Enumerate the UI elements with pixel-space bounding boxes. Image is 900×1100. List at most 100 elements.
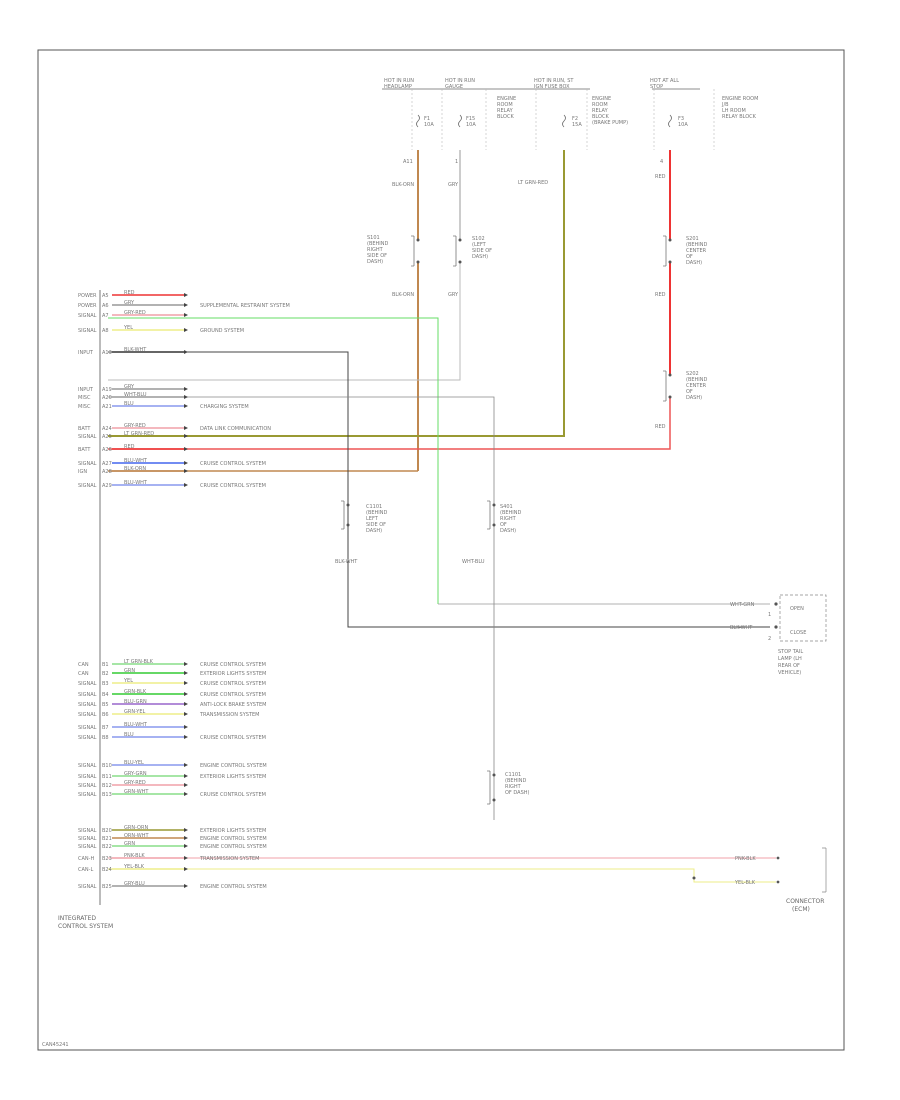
connector-caption-2: (ECM) (792, 906, 810, 913)
box-note: BLOCK (497, 114, 514, 120)
ecm-pin-wire-color: WHT-BLU (124, 392, 147, 398)
fuse-label: 10A (424, 122, 434, 128)
ecm-pin-destination: CRUISE CONTROL SYSTEM (200, 461, 266, 467)
ecm-pin-wire-color: YEL-BLK (123, 864, 145, 870)
ecm-pin-number: A26 (102, 447, 112, 453)
arrow-icon (184, 671, 188, 675)
ecm-pin-destination: CHARGING SYSTEM (200, 404, 249, 410)
ecm-pin-number: B12 (102, 783, 112, 789)
arrow-icon (184, 712, 188, 716)
wire-blk-wht (108, 351, 770, 628)
ecm-pin-function: SIGNAL (78, 692, 97, 698)
top-label: HOT IN RUN (384, 78, 414, 84)
pin-labels: A11 1 4 (403, 159, 663, 165)
box-notes: ENGINEROOMRELAYBLOCKENGINEROOMRELAYBLOCK… (497, 96, 758, 126)
splice-label: S102 (472, 236, 485, 242)
ecm-pin-wire-color: BLU-WHT (124, 480, 148, 486)
splice-label: S201 (686, 236, 699, 242)
arrow-icon (184, 828, 188, 832)
splice-label: RIGHT (505, 784, 522, 790)
ecm-pin-wire-color: ORN-WHT (124, 833, 149, 839)
stop-lamp-pin1: 1 (768, 612, 771, 618)
splice-label: OF (686, 389, 693, 395)
wire-label: WHT-BLU (462, 559, 485, 565)
ecm-pin-function: INPUT (78, 350, 94, 356)
ecm-pin-number: B7 (102, 725, 109, 731)
ecm-pin-wire-color: BLU-GRN (124, 699, 147, 705)
splice-label: SIDE OF (472, 248, 492, 254)
fuse-label: F15 (466, 116, 475, 122)
splice-label: DASH) (472, 254, 488, 260)
ecm-pin-function: POWER (78, 303, 97, 309)
fuse-label: 15A (572, 122, 582, 128)
ecm-pin-number: B13 (102, 792, 112, 798)
ecm-pin-number: A8 (102, 328, 109, 334)
splice-label: S101 (367, 235, 380, 241)
ecm-pin-wire-color: BLU (124, 732, 134, 738)
wire-wht-blu (108, 396, 495, 820)
wire-label: LT GRN-RED (518, 180, 548, 186)
ecm-pin-function: BATT (78, 426, 91, 432)
ecm-pin-function: SIGNAL (78, 702, 97, 708)
ecm-pin-destination: ENGINE CONTROL SYSTEM (200, 844, 267, 850)
diagram-frame (37, 49, 845, 1051)
ecm-pin-function: SIGNAL (78, 828, 97, 834)
ecm-pin-destination: TRANSMISSION SYSTEM (199, 856, 259, 862)
box-note: ENGINE ROOM (722, 96, 758, 102)
ecm-pin-number: B25 (102, 884, 112, 890)
wire-label: BLK-WHT (335, 559, 358, 565)
ecm-pin-function: SIGNAL (78, 681, 97, 687)
splice-label: OF (500, 522, 507, 528)
stop-lamp-caption-2: LAMP (LH (778, 656, 802, 662)
arrow-icon (184, 469, 188, 473)
arrow-icon (184, 725, 188, 729)
splice-label: CENTER (686, 248, 707, 254)
ecm-pin-wire-color: LT GRN-BLK (124, 659, 154, 665)
ecm-pin-number: B1 (102, 662, 109, 668)
splice-label: S401 (500, 504, 513, 510)
ecm-pin-wire-color: GRY-RED (124, 423, 146, 429)
ecm-pin-wire-color: YEL (123, 678, 133, 684)
pin-label: A11 (403, 159, 413, 165)
ecm-pin-function: SIGNAL (78, 836, 97, 842)
fuse-label: F1 (424, 116, 430, 122)
arrow-icon (184, 387, 188, 391)
pin-label: 4 (660, 159, 663, 165)
ecm-pin-destination: ENGINE CONTROL SYSTEM (200, 836, 267, 842)
ecm-pin-wire-color: BLU (124, 401, 134, 407)
ecm-caption-line2: CONTROL SYSTEM (58, 923, 113, 930)
box-note: ENGINE (592, 96, 611, 102)
ecm-pin-function: SIGNAL (78, 735, 97, 741)
wire-label: RED (655, 174, 666, 180)
pin-label: 1 (455, 159, 458, 165)
ecm-pin-number: A13 (102, 350, 112, 356)
top-label-sub: IGN FUSE BOX (534, 84, 570, 90)
box-note: J/B (721, 102, 729, 108)
ecm-pin-row: SIGNAL B21 ORN-WHT ENGINE CONTROL SYSTEM (78, 833, 267, 842)
ecm-pin-number: B11 (102, 774, 112, 780)
stop-lamp-caption-3: REAR OF (778, 663, 800, 669)
splice-label: SIDE OF (366, 522, 386, 528)
footer-id: CAN45241 (42, 1042, 69, 1048)
ecm-pin-function: SIGNAL (78, 483, 97, 489)
ecm-pin-function: CAN (78, 671, 89, 677)
box-note: RELAY (592, 108, 609, 114)
ecm-pin-wire-color: RED (124, 444, 135, 450)
wire-gry-lower (108, 262, 461, 381)
ecm-pin-number: B21 (102, 836, 112, 842)
feeder-wires (108, 150, 776, 883)
splice-label: SIDE OF (367, 253, 387, 259)
stop-lamp-label-open: OPEN (790, 606, 804, 612)
ecm-pin-destination: ENGINE CONTROL SYSTEM (200, 763, 267, 769)
splice-label: (BEHIND (686, 377, 708, 383)
ecm-pin-function: POWER (78, 293, 97, 299)
